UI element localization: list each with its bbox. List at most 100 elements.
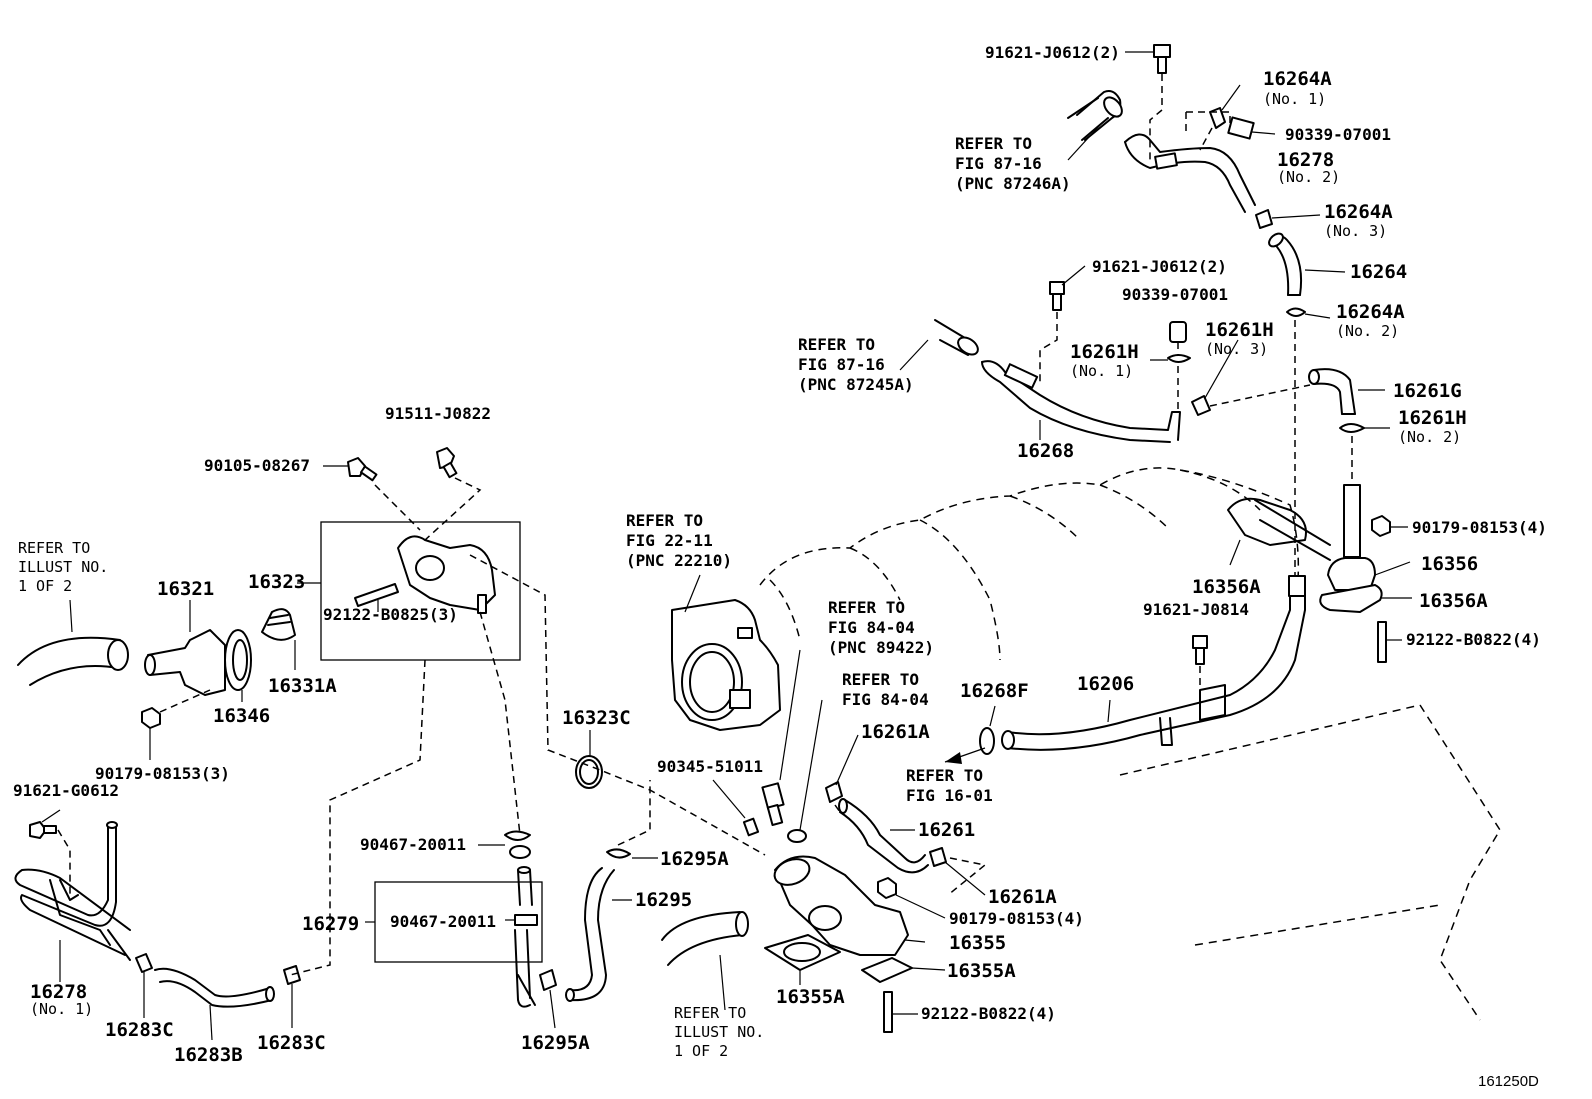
stud-92122-b0825 xyxy=(354,583,399,612)
clip-16295a-top xyxy=(606,780,658,859)
label-16206: 16206 xyxy=(1077,673,1134,695)
label-16295a-bottom: 16295A xyxy=(521,1032,590,1054)
label-16323: 16323 xyxy=(248,571,305,593)
ref-22210-line2: FIG 22-11 xyxy=(626,531,713,550)
ref-84-04: REFER TO FIG 84-04 xyxy=(842,670,929,709)
clip-16283c-left xyxy=(135,953,153,1018)
label-90179-08153-4-b: 90179-08153(4) xyxy=(949,909,1084,928)
label-16283c-left: 16283C xyxy=(105,1019,174,1041)
label-90339-07001-top: 90339-07001 xyxy=(1285,125,1391,144)
label-92122-b0822-4-a: 92122-B0822(4) xyxy=(1406,630,1541,649)
ref-line-housing xyxy=(469,554,766,856)
hose-16264 xyxy=(1268,232,1346,296)
ref-illust-left-line2: ILLUST NO. xyxy=(18,558,108,576)
bolt-91511-j0822 xyxy=(424,447,482,541)
label-16295a-top: 16295A xyxy=(660,848,729,870)
label-90179-08153-3: 90179-08153(3) xyxy=(95,764,230,783)
ref-89422-line2: FIG 84-04 xyxy=(828,618,915,637)
label-16261h-no2: 16261H xyxy=(1398,407,1467,429)
figure-id: 161250D xyxy=(1478,1073,1539,1090)
gasket-16355a-right xyxy=(861,957,946,983)
stud-92122-b0822-b xyxy=(883,991,918,1033)
ref-illust-left: REFER TO ILLUST NO. 1 OF 2 xyxy=(18,539,108,595)
oring-16268f xyxy=(979,705,996,755)
label-90339-07001-mid: 90339-07001 xyxy=(1122,285,1228,304)
clip-16261h-no3 xyxy=(1191,339,1311,416)
label-16279: 16279 xyxy=(302,913,359,935)
inlet-16321 xyxy=(144,600,226,696)
gasket-16346 xyxy=(224,629,252,702)
pipe-16278-no1 xyxy=(14,821,131,982)
ref-87246a-line2: FIG 87-16 xyxy=(955,154,1042,173)
pipe-16278-no2 xyxy=(1076,90,1256,213)
ref-16-01: REFER TO FIG 16-01 xyxy=(906,766,993,805)
ref-line-16279 xyxy=(479,611,521,836)
bolt-90345-51011 xyxy=(712,779,760,837)
ref-87245a: REFER TO FIG 87-16 (PNC 87245A) xyxy=(798,335,914,394)
label-16355: 16355 xyxy=(949,932,1006,954)
nut-90179-08153-a xyxy=(1371,515,1408,537)
hose-ref-illust xyxy=(17,599,129,686)
ref-87246a: REFER TO FIG 87-16 (PNC 87246A) xyxy=(955,134,1071,193)
arrow-ref-16-01 xyxy=(944,747,986,764)
ref-84-04-line1: REFER TO xyxy=(842,670,919,689)
bolt-91621-j0612-mid xyxy=(1039,265,1086,385)
box-16279 xyxy=(365,881,543,963)
label-16323c: 16323C xyxy=(562,707,631,729)
label-16356a-right: 16356A xyxy=(1419,590,1488,612)
label-92122-b0822-4-b: 92122-B0822(4) xyxy=(921,1004,1056,1023)
label-16261h-no3: 16261H xyxy=(1205,319,1274,341)
label-90179-08153-4-a: 90179-08153(4) xyxy=(1412,518,1547,537)
label-no3-b: (No. 3) xyxy=(1205,340,1268,358)
oring-16323c xyxy=(575,730,603,789)
ref-87245a-line1: REFER TO xyxy=(798,335,875,354)
ref-84-04-line2: FIG 84-04 xyxy=(842,690,929,709)
hose-16295 xyxy=(565,867,632,1002)
label-no2-b: (No. 2) xyxy=(1336,322,1399,340)
clip-16261a-bottom xyxy=(929,847,987,896)
nut-90179-08153-3 xyxy=(141,689,211,760)
hose-16261 xyxy=(838,798,929,874)
ref-87246a-line1: REFER TO xyxy=(955,134,1032,153)
ref-87246a-line3: (PNC 87246A) xyxy=(955,174,1071,193)
bolt-91621-g0612 xyxy=(29,809,71,900)
hose-ref-illust-bottom xyxy=(661,911,749,1011)
bolt-91621-j0612-top xyxy=(1125,44,1171,160)
label-16261: 16261 xyxy=(918,819,975,841)
label-no2-a: (No. 2) xyxy=(1277,168,1340,186)
label-no1-c: (No. 1) xyxy=(30,1000,93,1018)
label-16268f: 16268F xyxy=(960,680,1029,702)
hose-16283b xyxy=(154,967,275,1041)
ref-89422-line3: (PNC 89422) xyxy=(828,638,934,657)
label-no3-a: (No. 3) xyxy=(1324,222,1387,240)
label-90345-51011: 90345-51011 xyxy=(657,757,763,776)
ref-illust-left-line1: REFER TO xyxy=(18,539,90,557)
pipe-16206 xyxy=(1001,575,1306,751)
hose-ref-87246a xyxy=(1067,97,1109,161)
label-16346: 16346 xyxy=(213,705,270,727)
cap-90339-07001-top xyxy=(1185,111,1276,140)
ref-line-16283 xyxy=(289,659,426,976)
label-16261g: 16261G xyxy=(1393,380,1462,402)
bracket-16356a xyxy=(1227,497,1331,566)
clip-16261h-no1 xyxy=(1150,354,1191,410)
gasket-16356a xyxy=(1319,584,1412,613)
clip-16264a-no3 xyxy=(1255,209,1321,229)
label-91621-g0612: 91621-G0612 xyxy=(13,781,119,800)
label-91511-j0822: 91511-J0822 xyxy=(385,404,491,423)
label-16261a-top: 16261A xyxy=(861,721,930,743)
gasket-16355a-left xyxy=(764,934,841,985)
label-16261a-bottom: 16261A xyxy=(988,886,1057,908)
label-16283c-right: 16283C xyxy=(257,1032,326,1054)
ref-16-01-line1: REFER TO xyxy=(906,766,983,785)
label-91621-j0612-top: 91621-J0612(2) xyxy=(985,43,1120,62)
clip-16261h-no2 xyxy=(1339,423,1390,485)
label-16295: 16295 xyxy=(635,889,692,911)
bolt-90105-08267 xyxy=(323,457,421,531)
label-90467-20011-b: 90467-20011 xyxy=(390,912,496,931)
label-16283b: 16283B xyxy=(174,1044,243,1066)
ref-illust-bottom: REFER TO ILLUST NO. 1 OF 2 xyxy=(674,1004,764,1060)
